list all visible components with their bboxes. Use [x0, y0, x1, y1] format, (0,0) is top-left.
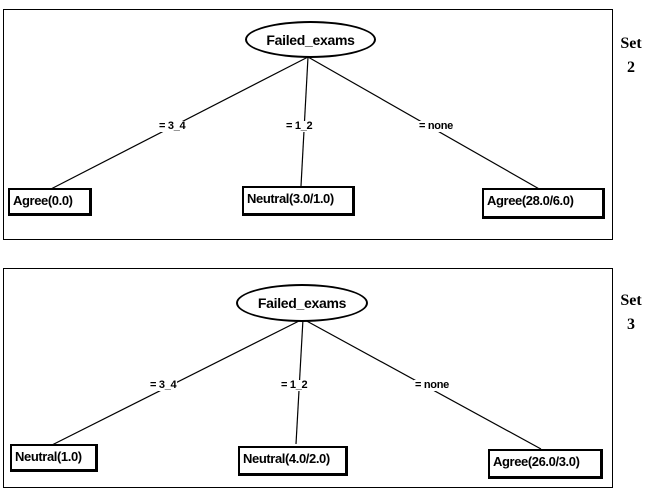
edge-label-3-4: = 3_4: [149, 379, 178, 391]
decision-tree-panel-set-3: Failed_exams = 3_4 = 1_2 = none Neutral(…: [3, 268, 613, 488]
leaf-node-neutral-1-2: Neutral(4.0/2.0): [238, 446, 348, 476]
root-node: Failed_exams: [245, 21, 376, 58]
leaf-node-neutral: Neutral(3.0/1.0): [242, 186, 355, 216]
set-label-2: Set 2: [611, 32, 651, 80]
leaf-node-agree: Agree(26.0/3.0): [488, 449, 603, 479]
edge-label-1-2: = 1_2: [285, 120, 314, 132]
leaf-node-agree: Agree(0.0): [8, 188, 92, 216]
leaf-node-neutral-3-4: Neutral(1.0): [10, 444, 98, 472]
set-label-3: Set 3: [611, 289, 651, 337]
set-label-word: Set: [620, 35, 642, 52]
set-label-number: 3: [627, 316, 635, 333]
root-node: Failed_exams: [236, 284, 368, 322]
edge-label-none: = none: [418, 120, 454, 132]
leaf-node-agree-none: Agree(28.0/6.0): [482, 188, 605, 219]
edge-label-1-2: = 1_2: [280, 379, 309, 391]
edge-label-3-4: = 3_4: [158, 120, 187, 132]
decision-tree-panel-set-2: Failed_exams = 3_4 = 1_2 = none Agree(0.…: [3, 9, 613, 240]
set-label-number: 2: [627, 59, 635, 76]
edge-label-none: = none: [414, 379, 450, 391]
set-label-word: Set: [620, 292, 642, 309]
